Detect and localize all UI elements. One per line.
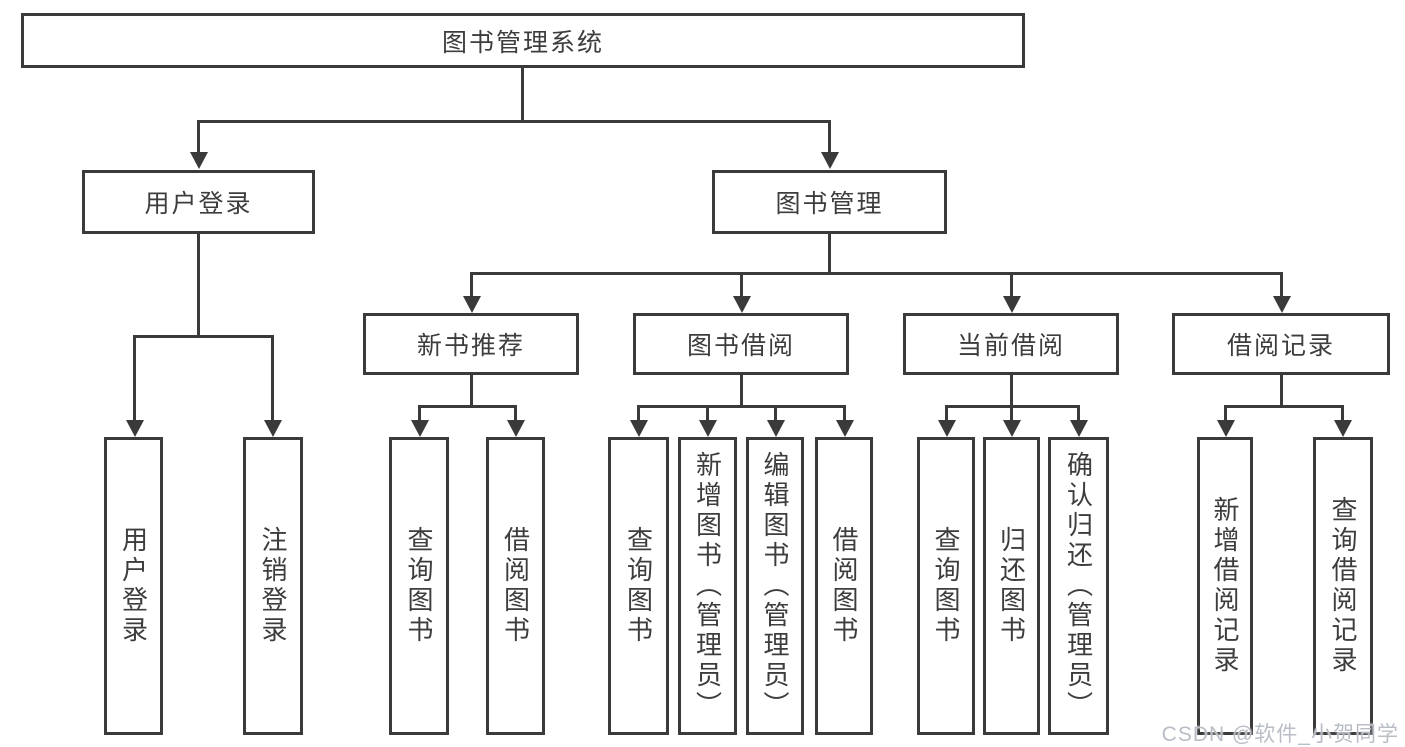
leaf-logout: 注销登录 xyxy=(243,437,303,735)
connector-line xyxy=(637,405,846,408)
arrow-down-icon xyxy=(271,335,274,420)
leaf-borrow-books-recommend: 借阅图书 xyxy=(486,437,545,735)
leaf-query-books-borrowing: 查询图书 xyxy=(608,437,669,735)
node-book-management: 图书管理 xyxy=(712,170,947,234)
arrow-down-icon xyxy=(637,405,640,420)
connector-line xyxy=(740,375,743,407)
arrow-down-icon xyxy=(945,405,948,420)
node-book-borrowing: 图书借阅 xyxy=(633,313,849,375)
node-borrowing-records: 借阅记录 xyxy=(1172,313,1390,375)
leaf-edit-books-admin: 编辑图书（管理员） xyxy=(746,437,804,735)
leaf-add-borrow-record: 新增借阅记录 xyxy=(1197,437,1253,735)
connector-line xyxy=(1224,405,1344,408)
leaf-confirm-return-admin: 确认归还（管理员） xyxy=(1048,437,1109,735)
connector-line xyxy=(197,234,200,338)
arrow-down-icon xyxy=(418,405,421,420)
connector-line xyxy=(1280,375,1283,407)
connector-line xyxy=(470,375,473,407)
connector-line xyxy=(470,272,1283,275)
node-user-login: 用户登录 xyxy=(82,170,315,234)
arrow-down-icon xyxy=(1077,405,1080,420)
watermark-text: CSDN @软件_小贺同学 xyxy=(1161,723,1399,746)
leaf-borrow-books: 借阅图书 xyxy=(815,437,873,735)
leaf-query-books-recommend: 查询图书 xyxy=(389,437,449,735)
node-library-management-system: 图书管理系统 xyxy=(21,13,1025,68)
arrow-down-icon xyxy=(1010,405,1013,420)
arrow-down-icon xyxy=(1010,272,1013,296)
node-new-book-recommendation: 新书推荐 xyxy=(363,313,579,375)
leaf-user-login: 用户登录 xyxy=(104,437,163,735)
leaf-return-books: 归还图书 xyxy=(983,437,1040,735)
arrow-down-icon xyxy=(514,405,517,420)
connector-line xyxy=(133,335,274,338)
arrow-down-icon xyxy=(197,120,200,152)
connector-line xyxy=(1010,375,1013,407)
arrow-down-icon xyxy=(706,405,709,420)
connector-line xyxy=(828,234,831,275)
connector-line xyxy=(418,405,517,408)
leaf-query-borrow-record: 查询借阅记录 xyxy=(1313,437,1373,735)
connector-line xyxy=(197,120,831,123)
leaf-add-books-admin: 新增图书（管理员） xyxy=(678,437,737,735)
arrow-down-icon xyxy=(1280,272,1283,296)
arrow-down-icon xyxy=(843,405,846,420)
arrow-down-icon xyxy=(133,335,136,420)
connector-line xyxy=(521,68,524,123)
leaf-query-books-current: 查询图书 xyxy=(917,437,975,735)
arrow-down-icon xyxy=(774,405,777,420)
arrow-down-icon xyxy=(828,120,831,152)
arrow-down-icon xyxy=(740,272,743,296)
arrow-down-icon xyxy=(1341,405,1344,420)
node-current-borrowing: 当前借阅 xyxy=(903,313,1119,375)
arrow-down-icon xyxy=(1224,405,1227,420)
arrow-down-icon xyxy=(470,272,473,296)
